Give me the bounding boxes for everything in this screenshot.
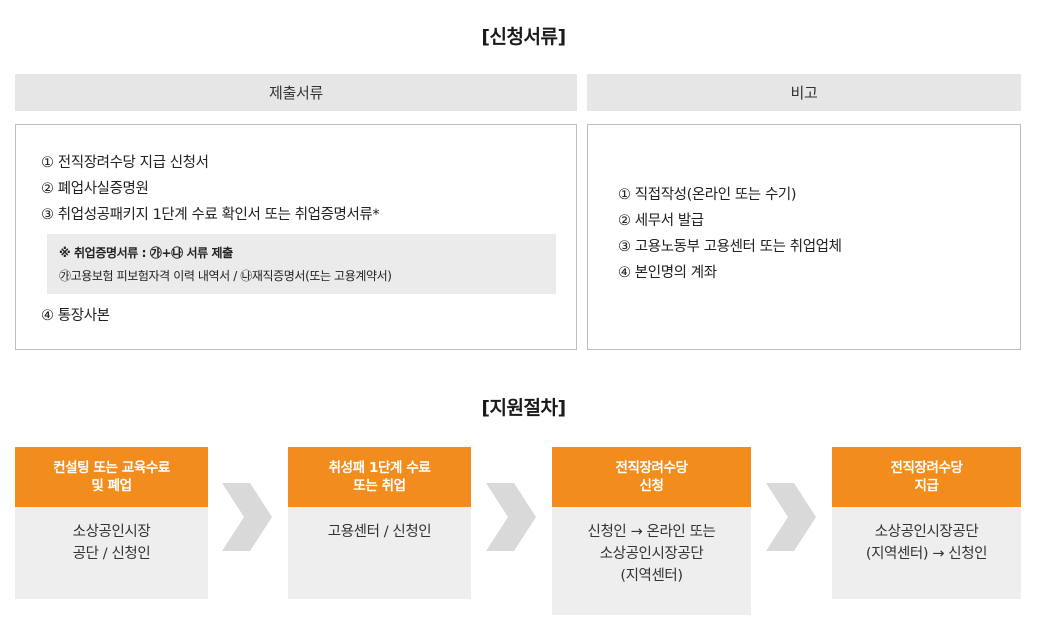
step-3-body-line: 신청인 → 온라인 또는 xyxy=(587,524,716,540)
step-4-body-line: 소상공인시장공단 xyxy=(874,524,979,540)
step-2-header-line: 취성패 1단계 수료 xyxy=(328,460,431,476)
step-4-body: 소상공인시장공단 (지역센터) → 신청인 xyxy=(832,507,1021,599)
note-line: ※ 취업증명서류 : ㉮+㉯ 서류 제출 xyxy=(59,246,233,260)
step-4-body-line: (지역센터) → 신청인 xyxy=(865,546,988,562)
step-1-header-line: 및 폐업 xyxy=(91,478,132,494)
document-item: ④ 통장사본 xyxy=(41,308,110,324)
step-2-body-line: 고용센터 / 신청인 xyxy=(327,524,432,540)
remark-item: ① 직접작성(온라인 또는 수기) xyxy=(618,187,797,203)
step-arrow-icon xyxy=(486,483,536,551)
step-1-body: 소상공인시장 공단 / 신청인 xyxy=(15,507,208,599)
step-2-body: 고용센터 / 신청인 xyxy=(288,507,471,599)
documents-box: ① 전직장려수당 지급 신청서 ② 폐업사실증명원 ③ 취업성공패키지 1단계 … xyxy=(15,124,577,350)
step-3-body-line: 소상공인시장공단 xyxy=(599,546,704,562)
step-2-header-line: 또는 취업 xyxy=(353,478,406,494)
documents-column-header: 제출서류 xyxy=(15,74,577,111)
procedure-section-title: [지원절차] xyxy=(481,397,566,419)
note-line: ㉮고용보험 피보험자격 이력 내역서 / ㉯재직증명서(또는 고용계약서) xyxy=(59,269,392,283)
step-3-header-line: 전직장려수당 xyxy=(615,460,688,476)
employment-proof-note: ※ 취업증명서류 : ㉮+㉯ 서류 제출 ㉮고용보험 피보험자격 이력 내역서 … xyxy=(47,234,556,294)
remark-item: ③ 고용노동부 고용센터 또는 취업업체 xyxy=(618,239,842,255)
step-arrow-icon xyxy=(766,483,816,551)
step-1-header-line: 컨설팅 또는 교육수료 xyxy=(53,460,170,476)
document-item: ① 전직장려수당 지급 신청서 xyxy=(41,155,209,171)
remarks-box: ① 직접작성(온라인 또는 수기) ② 세무서 발급 ③ 고용노동부 고용센터 … xyxy=(587,124,1021,350)
step-1-body-line: 공단 / 신청인 xyxy=(72,546,151,562)
step-3-body: 신청인 → 온라인 또는 소상공인시장공단 (지역센터) xyxy=(552,507,751,615)
step-3-header-line: 신청 xyxy=(639,478,664,494)
documents-section-title: [신청서류] xyxy=(481,26,566,48)
step-1-body-line: 소상공인시장 xyxy=(72,524,151,540)
document-item: ③ 취업성공패키지 1단계 수료 확인서 또는 취업증명서류* xyxy=(41,207,380,223)
step-4-header-line: 전직장려수당 xyxy=(890,460,963,476)
step-3-body-line: (지역센터) xyxy=(620,568,683,584)
remarks-column-header: 비고 xyxy=(587,74,1021,111)
document-item: ② 폐업사실증명원 xyxy=(41,181,149,197)
remark-item: ② 세무서 발급 xyxy=(618,213,704,229)
remark-item: ④ 본인명의 계좌 xyxy=(618,265,717,281)
step-4-header-line: 지급 xyxy=(914,478,939,494)
step-arrow-icon xyxy=(222,483,272,551)
